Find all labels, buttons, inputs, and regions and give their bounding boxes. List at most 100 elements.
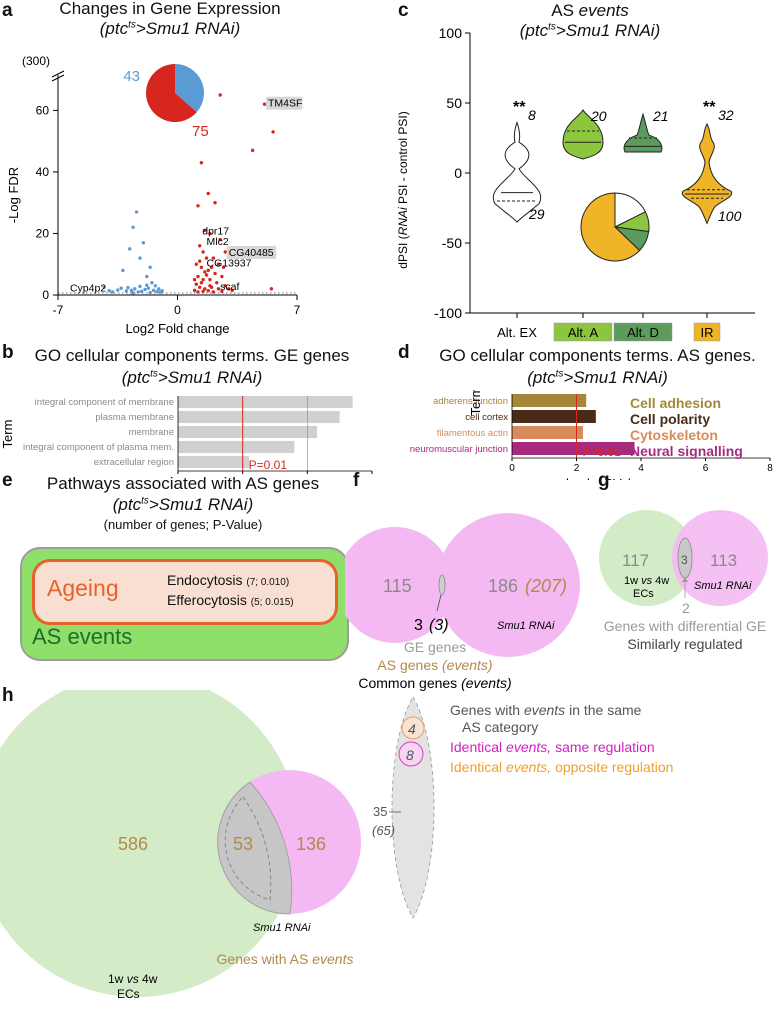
- go-ge-bar: [178, 456, 250, 468]
- violin-ir: [681, 122, 733, 225]
- violin-y-tick-label: 0: [454, 165, 462, 181]
- violin-category-label: Alt. D: [627, 325, 659, 340]
- volcano-point-up: [213, 271, 217, 276]
- volcano-point-up: [196, 204, 200, 208]
- panel-c-subtitle: (ptcts>Smu1 RNAi): [519, 21, 661, 40]
- venn-g-legend1: Genes with differential GE: [604, 618, 766, 634]
- volcano-point-down: [157, 287, 161, 291]
- altex-sig: **: [513, 99, 526, 116]
- volcano-point-up: [197, 244, 202, 248]
- volcano-point-up: [218, 237, 222, 242]
- venn-g-mid-n: 3: [681, 553, 688, 567]
- volcano-gene-label: TM4SF: [268, 98, 302, 110]
- violin-y-tick-label: 100: [439, 25, 463, 41]
- venn-f-left: [345, 527, 453, 643]
- volcano-pie-label-up: 75: [192, 123, 209, 140]
- ageing-label: Ageing: [47, 575, 119, 601]
- venn-f-common-n: 3: [414, 617, 423, 634]
- inset-circle-opposite: [401, 716, 425, 740]
- volcano-gene-label: CG40485: [229, 247, 274, 259]
- volcano-point-up: [220, 274, 224, 279]
- volcano-point-up: [194, 282, 198, 286]
- panel-d-label: d: [398, 342, 410, 363]
- volcano-point-up: [216, 262, 221, 266]
- volcano-point-down: [148, 290, 152, 295]
- panel-a-subtitle: (ptcts>Smu1 RNAi): [99, 19, 241, 38]
- volcano-point-down: [131, 291, 135, 295]
- volcano-point-up: [197, 285, 202, 290]
- ageing-box: Ageing Endocytosis (7; 0.010) Efferocyto…: [32, 559, 338, 625]
- go-as-x-tick-label: 0: [509, 463, 515, 474]
- volcano-point-up: [196, 290, 200, 294]
- violin-ylabel: dPSI (RNAi PSI - control PSI): [396, 111, 410, 268]
- volcano-point-up: [194, 262, 198, 266]
- inset-35: 35: [373, 804, 387, 819]
- h-legend2: Identical events, same regulation: [450, 739, 655, 755]
- violin-category-box: [693, 322, 721, 342]
- volcano-point-up: [220, 289, 224, 294]
- venn-g-left-label1: 1w vs 4w: [624, 575, 669, 587]
- violin-y-tick-label: -100: [434, 305, 462, 321]
- violin-altd: [623, 112, 663, 153]
- volcano-x-tick-label: -7: [53, 303, 64, 317]
- volcano-point-up: [196, 274, 200, 279]
- panel-e-label: e: [2, 470, 13, 491]
- volcano-gene-highlight: [226, 245, 277, 259]
- volcano-ylabel: -Log FDR: [6, 167, 21, 223]
- volcano-point-up: [209, 265, 214, 270]
- h-legend1: Genes with events in the same: [450, 702, 642, 718]
- panel-e-title: Pathways associated with AS genes: [46, 474, 320, 493]
- volcano-point-down: [151, 288, 156, 293]
- venn-f-right-n: 186: [488, 576, 518, 596]
- volcano-y-tick-label: 20: [36, 226, 50, 240]
- go-as-bar-label: adherens junction: [433, 396, 508, 407]
- go-as-bar: [512, 394, 587, 407]
- violin-pie-slice: [580, 192, 641, 262]
- venn-g-pointer-arrow: [682, 577, 688, 582]
- altd-n: 21: [652, 108, 669, 124]
- panel-h-label: h: [2, 685, 14, 706]
- venn-h-overlap: [217, 781, 293, 915]
- venn-f-right-events: (207): [525, 576, 567, 596]
- volcano-point-down: [139, 289, 144, 294]
- venn-f-legend-common: Common genes (events): [358, 675, 511, 691]
- volcano-point-down: [121, 268, 125, 273]
- volcano-point-down: [150, 280, 154, 285]
- violin-category-label: Alt. A: [568, 325, 599, 340]
- venn-f-right: [436, 513, 580, 657]
- venn-h-mid-n: 53: [233, 834, 253, 854]
- volcano-point-down: [110, 290, 115, 294]
- volcano-point-up: [211, 290, 216, 294]
- volcano-y-tick-label: 40: [36, 165, 50, 179]
- panel-a-title: Changes in Gene Expression: [59, 0, 281, 18]
- volcano-point-down: [153, 284, 158, 288]
- volcano-point-down: [133, 287, 137, 291]
- go-ge-bar: [178, 411, 340, 423]
- volcano-pie-slice-up: [145, 64, 197, 122]
- volcano-point-up: [230, 288, 234, 293]
- volcano-point-up: [201, 250, 205, 254]
- volcano-point-down: [145, 274, 149, 279]
- inset-65: (65): [372, 823, 395, 838]
- venn-g-legend2: Similarly regulated: [627, 636, 742, 652]
- panel-d-subtitle: (ptcts>Smu1 RNAi): [527, 368, 668, 387]
- go-as-pval: P=0.01: [583, 445, 622, 459]
- volcano-point-down: [136, 290, 140, 294]
- venn-f: 115 186 (207) 3 (3) Smu1 RNAi GE genes A…: [345, 513, 580, 691]
- go-ge-x-tick-label: 6: [369, 476, 375, 477]
- panel-c-label: c: [398, 0, 409, 21]
- panel-g-label: g: [598, 470, 610, 491]
- volcano-y-tick-label: 60: [36, 103, 50, 117]
- go-ge-bar: [178, 396, 353, 408]
- volcano-point-down: [131, 225, 135, 230]
- venn-h-circle-label: Smu1 RNAi: [253, 922, 311, 934]
- cat-cytoskeleton: Cytoskeleton: [630, 427, 718, 443]
- violin-category-box: [553, 322, 613, 342]
- volcano-gene-highlight: [265, 96, 303, 110]
- volcano-point-down: [141, 240, 146, 245]
- volcano-point-up: [203, 228, 207, 233]
- venn-h-left-n: 586: [118, 834, 148, 854]
- volcano-break-mark: [51, 74, 65, 82]
